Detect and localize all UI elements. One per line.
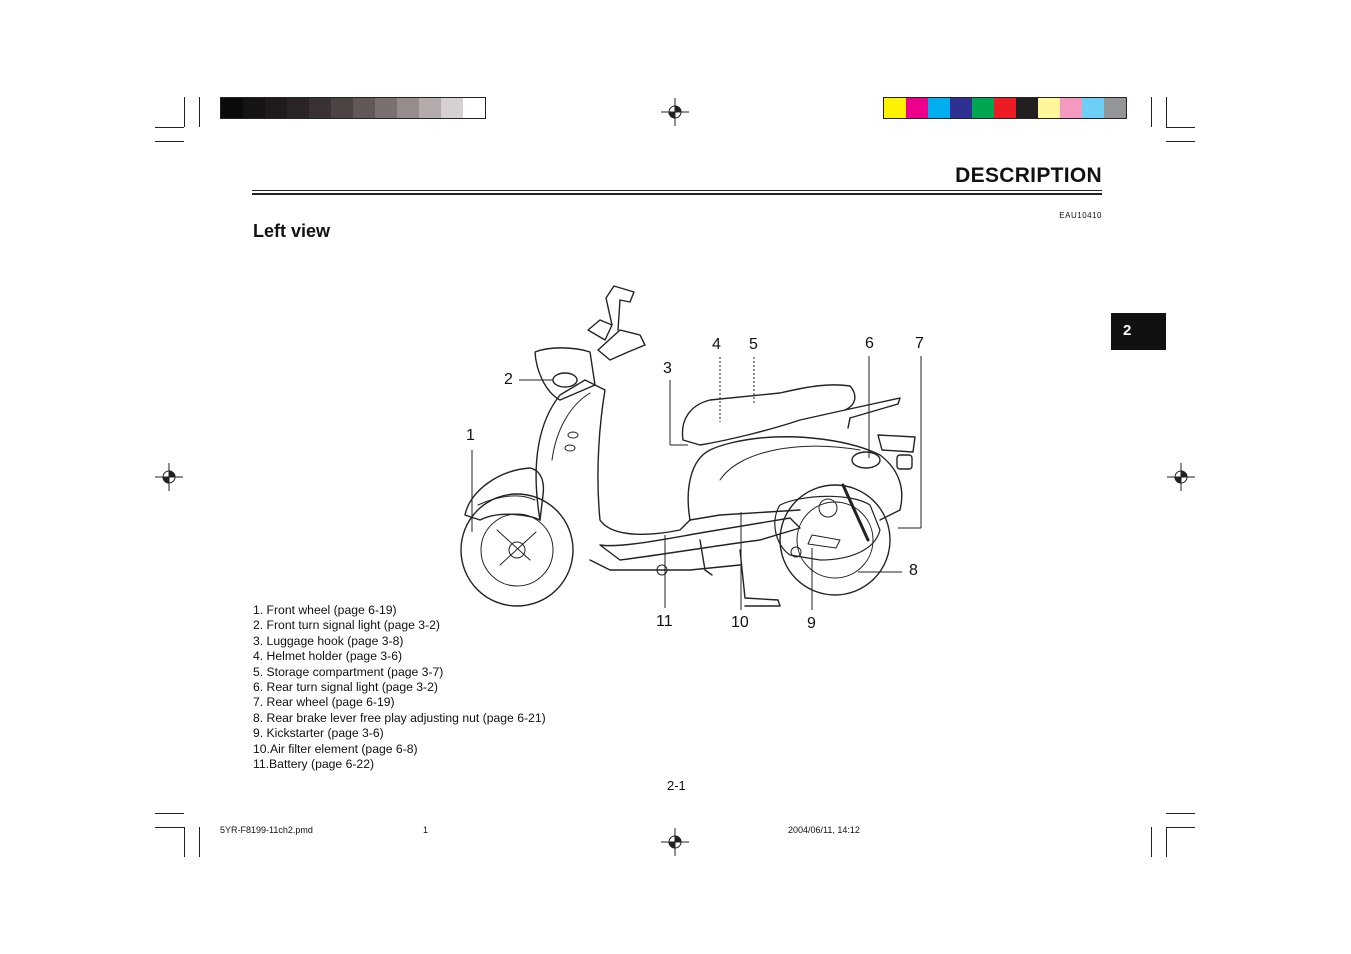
process-swatch-9 xyxy=(1060,98,1082,118)
grayscale-swatch-9 xyxy=(397,98,419,118)
callout-11: 11 xyxy=(656,613,673,630)
grayscale-swatch-3 xyxy=(265,98,287,118)
callout-6: 6 xyxy=(865,335,874,352)
callout-9: 9 xyxy=(807,615,816,632)
grayscale-swatch-11 xyxy=(441,98,463,118)
legend-item-4: 4. Helmet holder (page 3-6) xyxy=(253,649,403,664)
callout-10: 10 xyxy=(731,614,749,631)
grayscale-swatch-12 xyxy=(463,98,485,118)
grayscale-swatch-8 xyxy=(375,98,397,118)
page-header-title: DESCRIPTION xyxy=(955,164,1102,187)
parts-legend: 1. Front wheel (page 6-19) 2. Front turn… xyxy=(253,603,546,772)
footer-filename: 5YR-F8199-11ch2.pmd xyxy=(220,825,313,835)
legend-item-7: 7. Rear wheel (page 6-19) xyxy=(253,695,395,710)
process-swatch-3 xyxy=(928,98,950,118)
legend-item-3: 3. Luggage hook (page 3-8) xyxy=(253,633,404,648)
grayscale-swatch-4 xyxy=(287,98,309,118)
process-swatch-6 xyxy=(994,98,1016,118)
callout-1: 1 xyxy=(466,427,475,444)
legend-item-5: 5. Storage compartment (page 3-7) xyxy=(253,664,444,679)
footer-timestamp: 2004/06/11, 14:12 xyxy=(788,825,860,835)
legend-item-2: 2. Front turn signal light (page 3-2) xyxy=(253,618,440,633)
grayscale-swatch-2 xyxy=(243,98,265,118)
callout-3: 3 xyxy=(663,360,672,377)
page-number: 2-1 xyxy=(667,778,686,793)
callout-4: 4 xyxy=(712,336,721,353)
grayscale-swatch-7 xyxy=(353,98,375,118)
process-color-bar xyxy=(883,97,1127,119)
legend-item-1: 1. Front wheel (page 6-19) xyxy=(253,603,397,617)
callout-5: 5 xyxy=(749,336,758,353)
footer-page: 1 xyxy=(423,825,429,835)
document-code: EAU10410 xyxy=(1059,211,1102,220)
process-swatch-4 xyxy=(950,98,972,118)
front-wheel-drawing xyxy=(460,493,574,607)
callout-2: 2 xyxy=(504,371,513,388)
grayscale-swatch-1 xyxy=(221,98,243,118)
legend-item-10: 10.Air filter element (page 6-8) xyxy=(253,741,418,756)
process-swatch-7 xyxy=(1016,98,1038,118)
callout-7: 7 xyxy=(915,335,924,352)
process-swatch-5 xyxy=(972,98,994,118)
grayscale-color-bar xyxy=(220,97,486,119)
process-swatch-1 xyxy=(884,98,906,118)
legend-item-11: 11.Battery (page 6-22) xyxy=(253,757,375,772)
grayscale-swatch-5 xyxy=(309,98,331,118)
process-swatch-11 xyxy=(1104,98,1126,118)
header-rule-top xyxy=(252,190,1102,191)
grayscale-swatch-6 xyxy=(331,98,353,118)
process-swatch-10 xyxy=(1082,98,1104,118)
header-rule-bottom xyxy=(252,193,1102,195)
section-title: Left view xyxy=(253,221,331,241)
legend-item-9: 9. Kickstarter (page 3-6) xyxy=(253,726,384,741)
chapter-tab: 2 xyxy=(1111,313,1166,350)
legend-item-8: 8. Rear brake lever free play adjusting … xyxy=(253,710,546,725)
process-swatch-8 xyxy=(1038,98,1060,118)
legend-item-6: 6. Rear turn signal light (page 3-2) xyxy=(253,680,438,695)
rear-wheel-drawing xyxy=(779,484,891,596)
callout-8: 8 xyxy=(909,562,918,579)
process-swatch-2 xyxy=(906,98,928,118)
grayscale-swatch-10 xyxy=(419,98,441,118)
